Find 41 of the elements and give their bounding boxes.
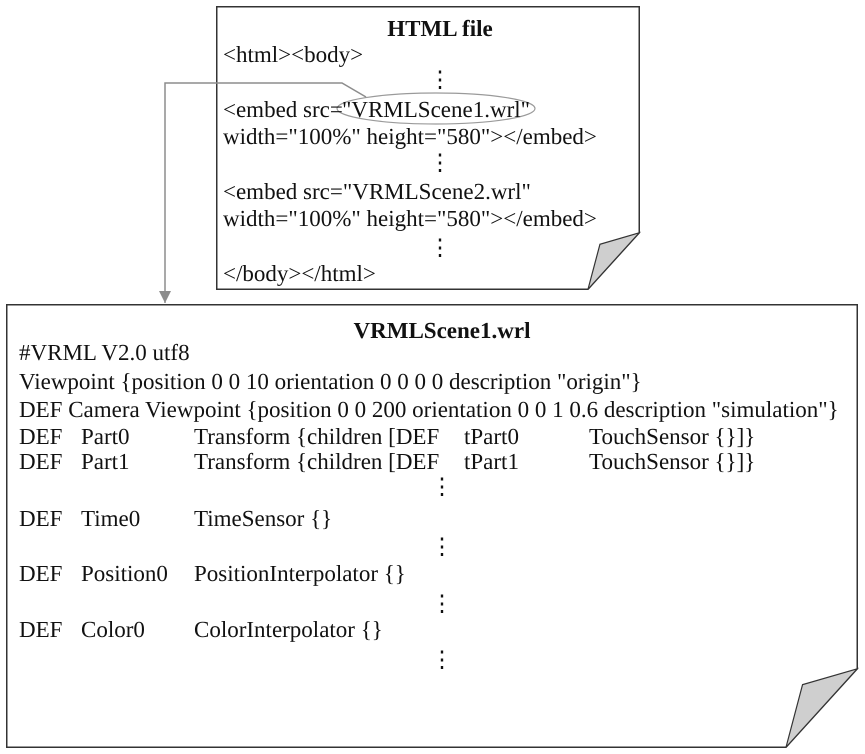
code-line: <html><body> (223, 42, 364, 68)
code-line: DEF (19, 449, 62, 475)
code-line: <embed src="VRMLScene2.wrl" (223, 179, 531, 205)
code-line: width="100%" height="580"></embed> (223, 206, 597, 232)
ellipsis-mark: ⋮ (428, 235, 452, 261)
code-line: Part0 (81, 424, 130, 450)
ellipsis-mark: ⋮ (428, 150, 452, 176)
ellipsis-mark: ⋮ (430, 647, 454, 673)
code-line: Viewpoint {position 0 0 10 orientation 0 0 0 0 description "origin"} (19, 369, 642, 395)
code-line: Part1 (81, 449, 130, 475)
code-line: DEF Camera Viewpoint {position 0 0 200 orientation 0 0 1 0.6 description "simulation"} (19, 397, 839, 423)
code-line: Time0 (81, 506, 140, 532)
ellipsis-mark: ⋮ (430, 474, 454, 500)
ellipsis-mark: ⋮ (430, 534, 454, 560)
document-title: VRMLScene1.wrl (354, 318, 530, 344)
code-line: tPart0 (464, 424, 519, 450)
code-line: DEF (19, 617, 62, 643)
code-line: tPart1 (464, 449, 519, 475)
code-line: <embed src= (223, 97, 343, 123)
code-line: DEF (19, 424, 62, 450)
ellipsis-mark: ⋮ (430, 591, 454, 617)
code-line: </body></html> (223, 261, 376, 287)
code-line: Transform {children [DEF (194, 449, 440, 475)
code-line: PositionInterpolator {} (194, 561, 406, 587)
code-line: Color0 (81, 617, 145, 643)
code-line: width="100%" height="580"></embed> (223, 124, 597, 150)
code-line: TouchSensor {}]} (589, 449, 756, 475)
code-line: Position0 (81, 561, 168, 587)
code-line: DEF (19, 561, 62, 587)
code-line: DEF (19, 506, 62, 532)
code-line: ColorInterpolator {} (194, 617, 383, 643)
code-line: TimeSensor {} (194, 506, 332, 532)
ellipsis-mark: ⋮ (428, 67, 452, 93)
document-title: HTML file (387, 16, 493, 42)
arrow (159, 82, 366, 303)
code-line: TouchSensor {}]} (589, 424, 756, 450)
code-line: Transform {children [DEF (194, 424, 440, 450)
code-line: "VRMLScene1.wrl" (342, 97, 530, 123)
vrml-file-document (6, 304, 858, 748)
code-line: #VRML V2.0 utf8 (19, 340, 190, 366)
html-file-document (216, 6, 640, 290)
